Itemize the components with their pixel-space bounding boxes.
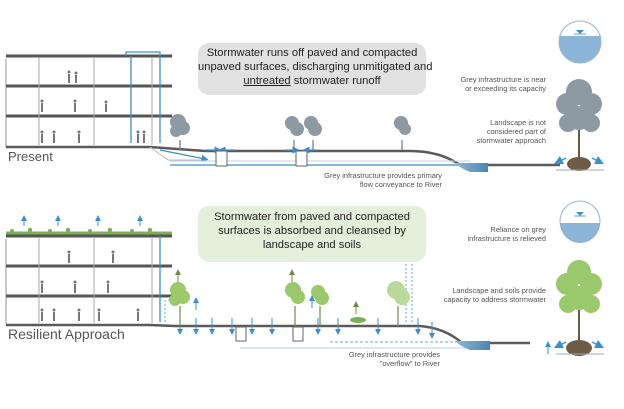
- resilient-callout-line1: Stormwater from paved and compacted: [214, 211, 410, 223]
- present-side-note-landscape-line1: Landscape is not: [490, 118, 546, 127]
- resilient-grey-note-line1: Grey infrastructure provides: [348, 350, 440, 359]
- river: [455, 163, 488, 172]
- untreated-emphasis: untreated: [243, 75, 291, 87]
- rootball-tree-icon: [545, 260, 605, 356]
- present-grey-note-line2: flow conveyance to River: [359, 180, 442, 189]
- present-callout-line3-rest: stormwater runoff: [290, 75, 381, 87]
- present-callout-line3: untreated stormwater runoff: [198, 74, 426, 88]
- present-callout: Stormwater runs off paved and compacted …: [198, 43, 433, 95]
- river: [455, 341, 490, 350]
- catch-basin-icon: [215, 150, 228, 167]
- present-building: [5, 51, 172, 147]
- runoff-arrow: [159, 149, 209, 162]
- present-callout-line2: unpaved surfaces, discharging unmitigate…: [198, 61, 433, 73]
- present-grey-note-line1: Grey infrastructure provides primary: [324, 171, 442, 180]
- resilient-grey-note: Grey infrastructure provides "overflow" …: [300, 350, 440, 368]
- present-side-note-landscape: Landscape is not considered part of stor…: [448, 118, 546, 145]
- resilient-side-note-soils-line1: Landscape and soils provide: [452, 286, 546, 295]
- present-side-note-landscape-line2: considered part of: [486, 127, 546, 136]
- tank-gauge-icon: [558, 20, 602, 64]
- rain-arrows-roof: [21, 215, 143, 226]
- present-grey-note: Grey infrastructure provides primary flo…: [300, 171, 442, 189]
- resilient-side-note-reliance: Reliance on grey infrastructure is relie…: [448, 225, 546, 243]
- resilient-callout: Stormwater from paved and compacted surf…: [198, 206, 426, 262]
- present-side-note-landscape-line3: stormwater approach: [476, 136, 546, 145]
- resilient-grey-note-line2: "overflow" to River: [379, 359, 440, 368]
- resilient-side-note-reliance-line1: Reliance on grey: [490, 225, 546, 234]
- tree-icon: [169, 281, 410, 326]
- present-side-note-capacity-line1: Grey infrastructure is near: [460, 75, 546, 84]
- tree-icon: [170, 114, 411, 150]
- people-icon: [40, 250, 140, 321]
- green-roof-plants: [10, 227, 153, 233]
- resilient-callout-line2: surfaces is absorbed and cleansed by: [218, 225, 406, 237]
- present-side-note-capacity-line2: or exceeding its capacity: [465, 84, 546, 93]
- resilient-building: [5, 231, 172, 324]
- tank-gauge-icon: [559, 200, 601, 243]
- resilient-side-note-soils: Landscape and soils provide capacity to …: [438, 286, 546, 304]
- resilient-side-note-reliance-line2: infrastructure is relieved: [467, 234, 546, 243]
- resilient-title: Resilient Approach: [8, 326, 125, 342]
- resilient-side-note-soils-line2: capacity to address stormwater: [443, 295, 546, 304]
- people-icon: [40, 70, 146, 143]
- resilient-callout-line3: landscape and soils: [262, 239, 362, 251]
- present-side-note-capacity: Grey infrastructure is near or exceeding…: [448, 75, 546, 93]
- rootball-tree-icon: [553, 79, 605, 171]
- present-ground: [6, 145, 560, 167]
- present-title: Present: [8, 149, 53, 164]
- present-callout-line1: Stormwater runs off paved and compacted: [206, 47, 418, 59]
- catch-basin-icon: [235, 326, 247, 342]
